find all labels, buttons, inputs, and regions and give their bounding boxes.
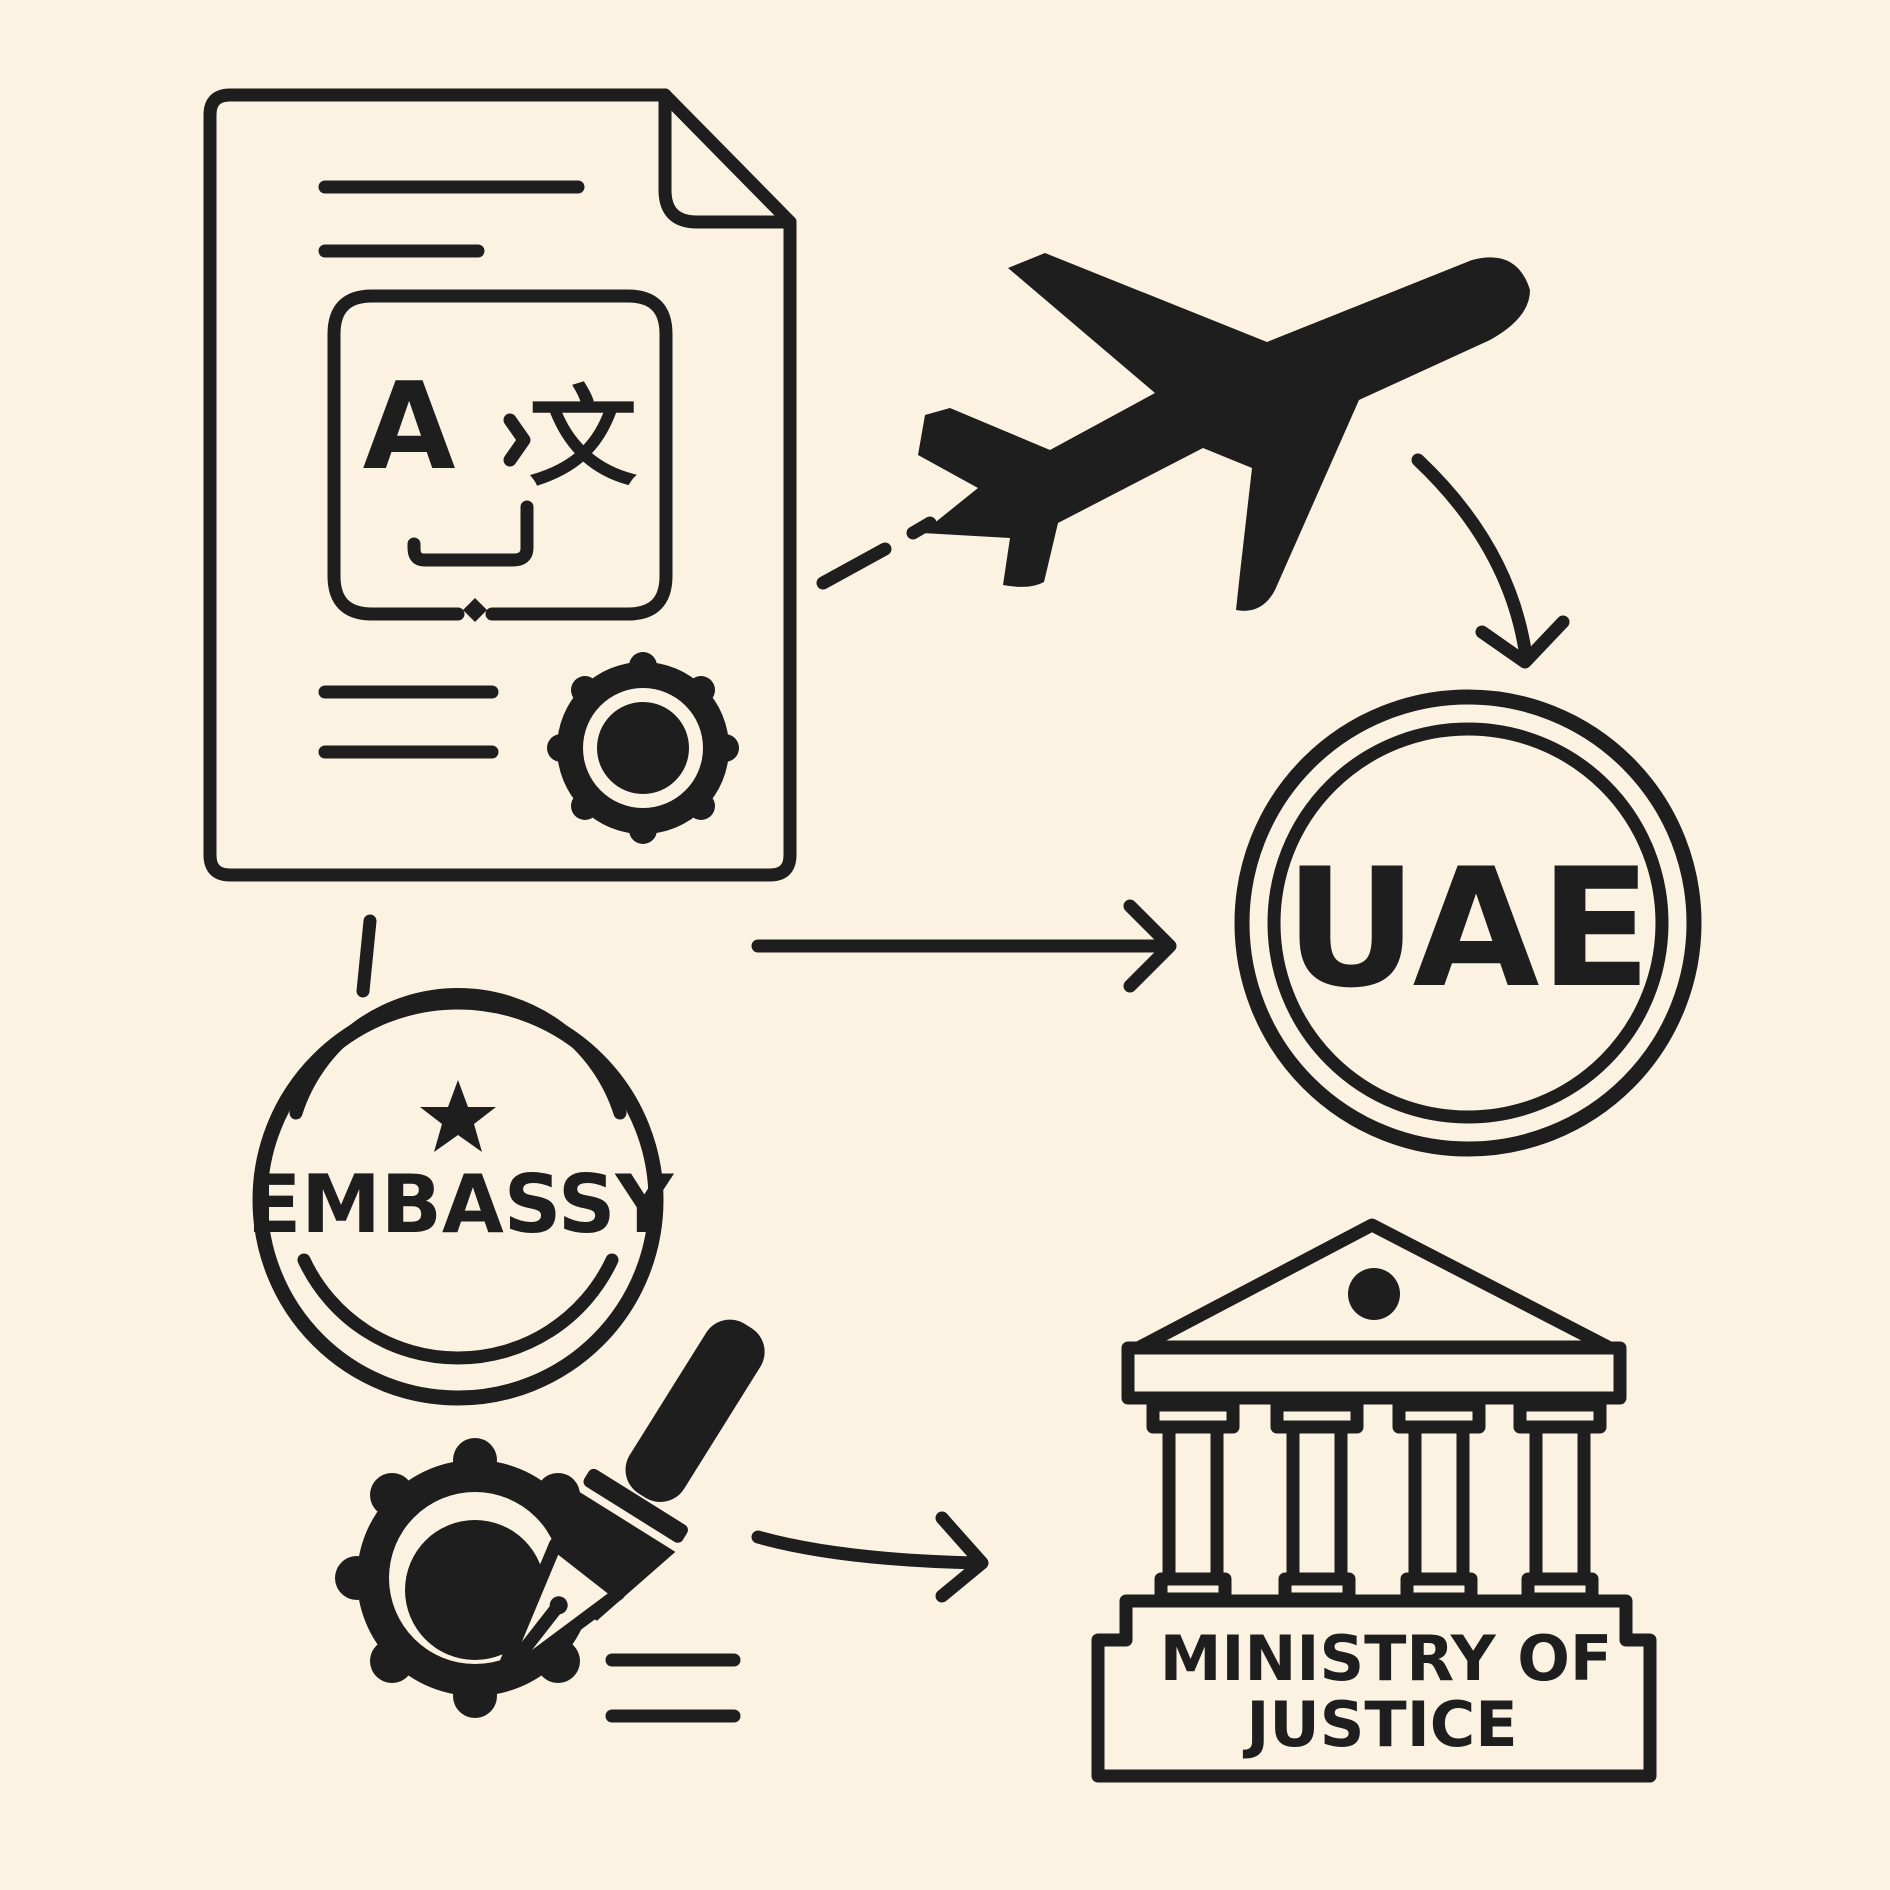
- star-icon: [420, 1080, 496, 1152]
- document-icon: A 文: [203, 88, 797, 882]
- airplane-to-uae-arrow: [1411, 453, 1570, 669]
- translate-icon: A 文: [327, 289, 673, 622]
- document-to-airplane-connector: [816, 516, 937, 590]
- embassy-stamp-icon: EMBASSY: [247, 988, 675, 1406]
- to-uae-arrow: [751, 899, 1177, 993]
- document-to-embassy-connector: [356, 914, 377, 998]
- uae-stamp-icon: UAE: [1234, 689, 1702, 1157]
- notary-to-ministry-arrow: [751, 1511, 989, 1603]
- embassy-label: EMBASSY: [247, 1158, 675, 1251]
- uae-label: UAE: [1284, 833, 1651, 1024]
- notary-seal-pen-icon: [335, 1319, 765, 1723]
- translate-latin-glyph: A: [363, 358, 456, 497]
- ministry-label-line1: MINISTRY OF: [1160, 1622, 1613, 1695]
- ministry-label-line2: JUSTICE: [1242, 1688, 1517, 1761]
- airplane-icon: [918, 253, 1530, 611]
- translate-cjk-glyph: 文: [529, 376, 637, 501]
- seal-icon: [547, 652, 739, 844]
- courthouse-icon: MINISTRY OF JUSTICE: [1091, 1218, 1657, 1783]
